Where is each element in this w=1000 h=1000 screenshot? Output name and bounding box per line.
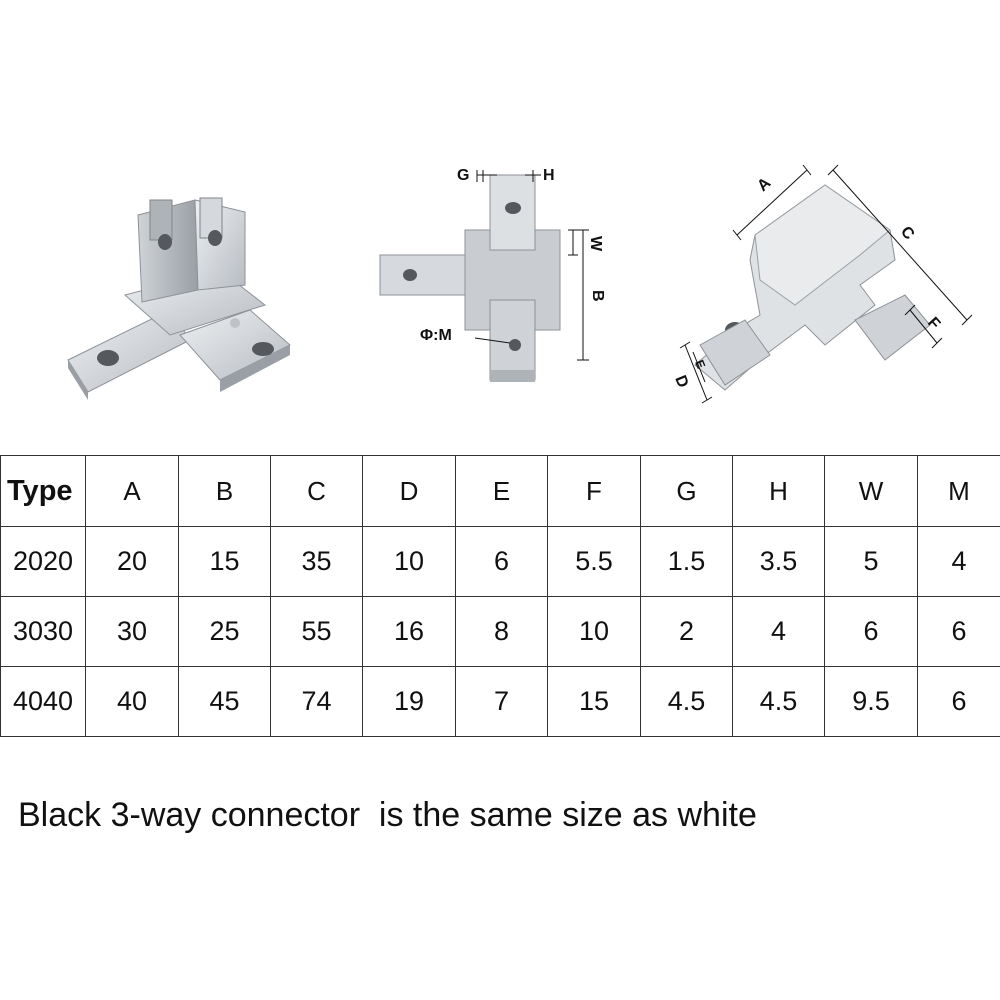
table-cell: 6 [917,666,1000,737]
table-cell: 16 [362,596,456,667]
table-cell: 7 [455,666,548,737]
type-cell: 3030 [0,596,86,667]
label-h: H [543,167,555,184]
header-cell: H [732,455,825,527]
side-view-dimension-diagram: G H W B Φ:M [365,130,695,430]
top-view-dimension-diagram: A C F D E [655,130,985,430]
table-cell: 4.5 [732,666,825,737]
type-cell: 4040 [0,666,86,737]
table-cell: 45 [178,666,271,737]
table-cell: 55 [270,596,363,667]
header-cell: F [547,455,641,527]
table-cell: 40 [85,666,179,737]
label-g: G [457,167,469,184]
table-row: 4040 40 45 74 19 7 15 4.5 4.5 9.5 6 [0,666,1000,737]
connector-3d-image [50,130,380,430]
table-cell: 4 [917,526,1000,597]
table-cell: 9.5 [824,666,918,737]
table-cell: 5.5 [547,526,641,597]
label-b: B [589,290,606,302]
table-cell: 15 [178,526,271,597]
table-cell: 8 [455,596,548,667]
table-cell: 5 [824,526,918,597]
header-cell: D [362,455,456,527]
label-a: A [754,174,774,195]
label-w: W [587,236,604,252]
header-cell: E [455,455,548,527]
label-c: C [897,223,918,243]
header-cell: G [640,455,733,527]
table-cell: 2 [640,596,733,667]
table-cell: 4 [732,596,825,667]
table-row: 3030 30 25 55 16 8 10 2 4 6 6 [0,596,1000,667]
label-d: D [671,373,691,390]
table-cell: 25 [178,596,271,667]
table-cell: 35 [270,526,363,597]
table-header-row: Type A B C D E F G H W M [0,455,1000,527]
dimension-table: Type A B C D E F G H W M 2020 20 15 35 1… [0,455,1000,737]
table-cell: 10 [362,526,456,597]
table-cell: 4.5 [640,666,733,737]
type-cell: 2020 [0,526,86,597]
header-cell: M [917,455,1000,527]
header-cell: B [178,455,271,527]
label-hole: Φ:M [420,327,452,344]
table-cell: 6 [917,596,1000,667]
table-cell: 6 [455,526,548,597]
header-cell: Type [0,455,86,527]
header-cell: A [85,455,179,527]
header-cell: W [824,455,918,527]
table-cell: 10 [547,596,641,667]
table-row: 2020 20 15 35 10 6 5.5 1.5 3.5 5 4 [0,526,1000,597]
table-cell: 30 [85,596,179,667]
table-cell: 1.5 [640,526,733,597]
table-cell: 3.5 [732,526,825,597]
table-cell: 19 [362,666,456,737]
table-cell: 20 [85,526,179,597]
table-cell: 15 [547,666,641,737]
caption-text: Black 3-way connector is the same size a… [18,796,757,834]
table-cell: 6 [824,596,918,667]
header-cell: C [270,455,363,527]
table-cell: 74 [270,666,363,737]
